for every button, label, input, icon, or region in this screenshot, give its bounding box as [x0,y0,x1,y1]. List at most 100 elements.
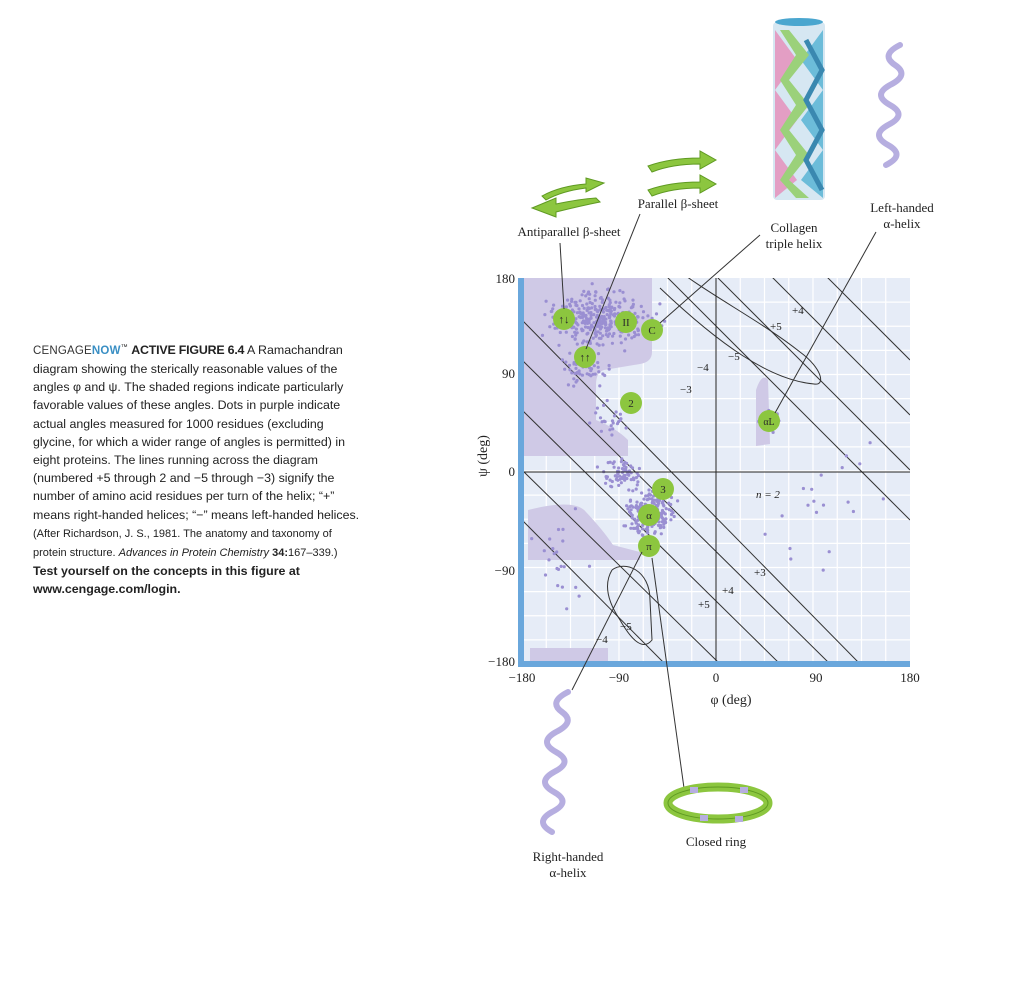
residue-dot [590,282,594,286]
y-tick: 90 [502,366,515,381]
line-label: +5 [698,599,710,611]
residue-dot [639,304,643,308]
residue-dot [623,299,627,303]
residue-dot [651,499,655,503]
residue-dot [618,412,623,416]
residue-dot [617,483,621,487]
residue-dot [623,524,628,528]
residue-dot [564,330,568,334]
residue-dot [819,473,823,477]
helix-line [522,469,721,664]
residue-dot [566,298,570,302]
residue-dot [598,384,602,388]
residue-dot [601,316,606,320]
residue-dot [646,314,650,318]
residue-dot [542,549,546,553]
residue-dot [590,306,594,310]
residue-dot [610,433,614,437]
residue-dot [632,478,636,482]
residue-dot [592,313,596,317]
line-label: n = 2 [756,489,780,501]
x-axis-label: φ (deg) [710,693,751,708]
residue-dot [552,303,556,307]
residue-dot [588,421,592,425]
residue-dot [582,339,586,343]
residue-dot [570,297,574,301]
residue-dot [635,483,639,487]
residue-dot [676,499,680,503]
residue-dot [788,546,792,551]
residue-dot [634,333,638,337]
residue-dot [586,325,590,330]
label-right-helix-2: α-helix [549,865,587,880]
residue-dot [868,441,872,445]
residue-dot [636,480,640,484]
residue-dot [630,522,634,526]
residue-dot [840,466,844,470]
residue-dot [573,337,577,341]
residue-dot [612,414,617,418]
x-tick: 0 [713,670,720,685]
residue-dot [858,462,862,466]
residue-dot [664,520,668,525]
x-tick: −90 [609,670,629,685]
line-label: −5 [728,351,740,363]
residue-dot [608,301,612,305]
residue-dot [604,481,608,485]
marker-alpha-label: α [646,510,652,522]
residue-dot [577,594,581,598]
residue-dot [646,531,650,535]
shaded-region-bottom [530,648,608,664]
helix-line [667,278,910,521]
residue-dot [612,465,616,469]
residue-dot [629,504,634,508]
residue-dot [582,306,586,310]
residue-dot [620,457,624,461]
residue-dot [566,383,571,387]
residue-dot [608,478,612,482]
residue-dot [573,507,578,511]
residue-dot [625,461,629,465]
residue-dot [597,343,601,347]
marker-three [652,478,674,500]
line-label: −5 [620,621,632,633]
marker-antiparallel [553,308,575,330]
residue-dot [574,317,578,321]
residue-dot [602,403,606,407]
residue-dot [612,290,616,294]
residue-dot [646,497,650,501]
residue-dot [661,499,665,504]
residue-dot [641,310,646,314]
caption-test-link[interactable]: Test yourself on the concepts in this fi… [33,564,300,597]
residue-dot [593,372,597,376]
residue-dot [582,320,586,324]
residue-dot [618,289,622,293]
residue-dot [763,532,767,536]
residue-dot [636,474,641,478]
residue-dot [634,521,638,525]
residue-dot [771,430,775,434]
figure-caption: CENGAGENOW™ ACTIVE FIGURE 6.4 A Ramachan… [33,339,363,599]
marker-parallel [574,346,596,368]
residue-dot [575,304,579,308]
residue-dot [551,547,555,551]
caption-reference: (After Richardson, J. S., 1981. The anat… [33,527,338,560]
x-tick: 90 [810,670,823,685]
marker-collagen [641,319,663,341]
residue-dot [564,305,569,309]
leader-line [659,234,761,324]
residue-dot [636,333,641,337]
left-handed-helix-icon [876,42,905,168]
residue-dot [629,464,633,468]
residue-dot [596,361,600,365]
residue-dot [601,343,605,347]
leader-line [651,557,685,789]
marker-alpha-l-label: αL [763,417,774,428]
residue-dot [530,537,534,541]
residue-dot [627,473,631,477]
residue-dot [562,565,566,569]
label-antiparallel-sheet: Antiparallel β-sheet [518,224,621,239]
residue-dot [628,499,633,503]
residue-dot [607,332,612,336]
residue-dot [623,337,628,341]
